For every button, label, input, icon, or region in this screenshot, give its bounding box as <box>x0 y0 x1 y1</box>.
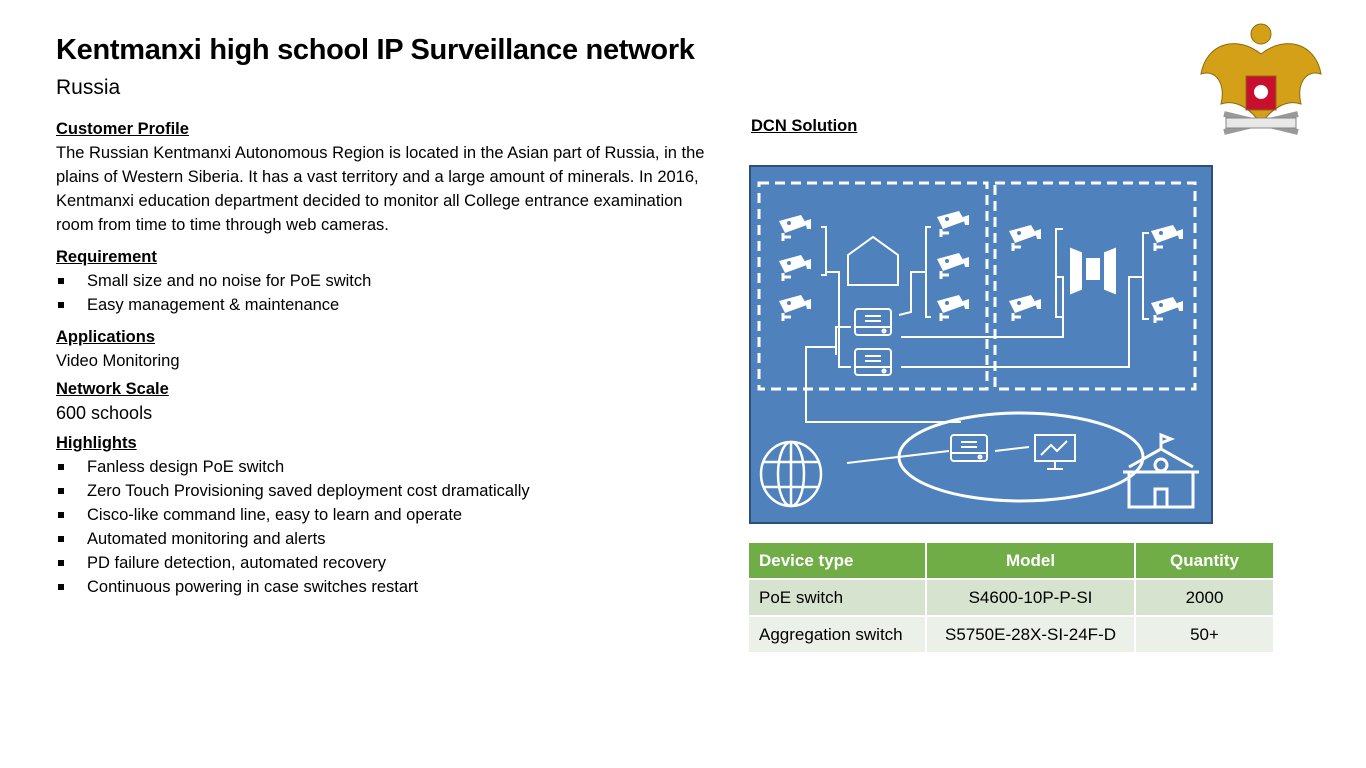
table-row: Aggregation switch S5750E-28X-SI-24F-D 5… <box>749 615 1275 652</box>
table-row: PoE switch S4600-10P-P-SI 2000 <box>749 578 1275 616</box>
highlight-item: Automated monitoring and alerts <box>56 527 706 551</box>
applications-heading: Applications <box>56 328 156 346</box>
monitor-icon <box>1034 434 1076 470</box>
cloud-bubble <box>897 411 1145 503</box>
highlight-item: Zero Touch Provisioning saved deployment… <box>56 479 706 503</box>
school-icon <box>1123 432 1199 509</box>
dcn-solution-heading: DCN Solution <box>751 117 858 135</box>
requirement-item: Small size and no noise for PoE switch <box>56 269 706 293</box>
customer-profile-heading: Customer Profile <box>56 120 189 138</box>
model-cell: S5750E-28X-SI-24F-D <box>926 615 1136 652</box>
device-type-cell: Aggregation switch <box>749 615 927 652</box>
network-diagram <box>749 165 1213 524</box>
requirement-item: Easy management & maintenance <box>56 293 706 317</box>
device-table: Device type Model Quantity PoE switch S4… <box>749 543 1275 652</box>
quantity-cell: 50+ <box>1135 615 1275 652</box>
model-cell: S4600-10P-P-SI <box>926 578 1136 616</box>
classroom-icon <box>847 235 899 286</box>
globe-icon <box>759 440 823 508</box>
gate-icon <box>1070 247 1116 295</box>
network-scale-text: 600 schools <box>56 403 153 423</box>
indoor-zone-boundary <box>757 181 989 391</box>
page-subtitle: Russia <box>56 76 121 99</box>
highlights-heading: Highlights <box>56 434 137 452</box>
outdoor-zone-boundary <box>993 181 1197 391</box>
quantity-cell: 2000 <box>1135 578 1275 616</box>
highlight-item: Fanless design PoE switch <box>56 455 706 479</box>
column-header-quantity: Quantity <box>1135 543 1275 579</box>
poe-switch-icon <box>854 308 892 376</box>
device-type-cell: PoE switch <box>749 578 927 616</box>
requirement-heading: Requirement <box>56 248 157 266</box>
applications-text: Video Monitoring <box>56 352 180 370</box>
highlight-item: PD failure detection, automated recovery <box>56 551 706 575</box>
column-header-model: Model <box>926 543 1136 579</box>
highlight-item: Continuous powering in case switches res… <box>56 575 706 599</box>
network-scale-heading: Network Scale <box>56 380 169 398</box>
column-header-device-type: Device type <box>749 543 927 579</box>
highlight-item: Cisco-like command line, easy to learn a… <box>56 503 706 527</box>
coat-of-arms-emblem <box>1200 23 1322 135</box>
page-title: Kentmanxi high school IP Surveillance ne… <box>56 34 695 66</box>
core-switch-icon <box>950 434 988 462</box>
customer-profile-text: The Russian Kentmanxi Autonomous Region … <box>56 144 705 234</box>
